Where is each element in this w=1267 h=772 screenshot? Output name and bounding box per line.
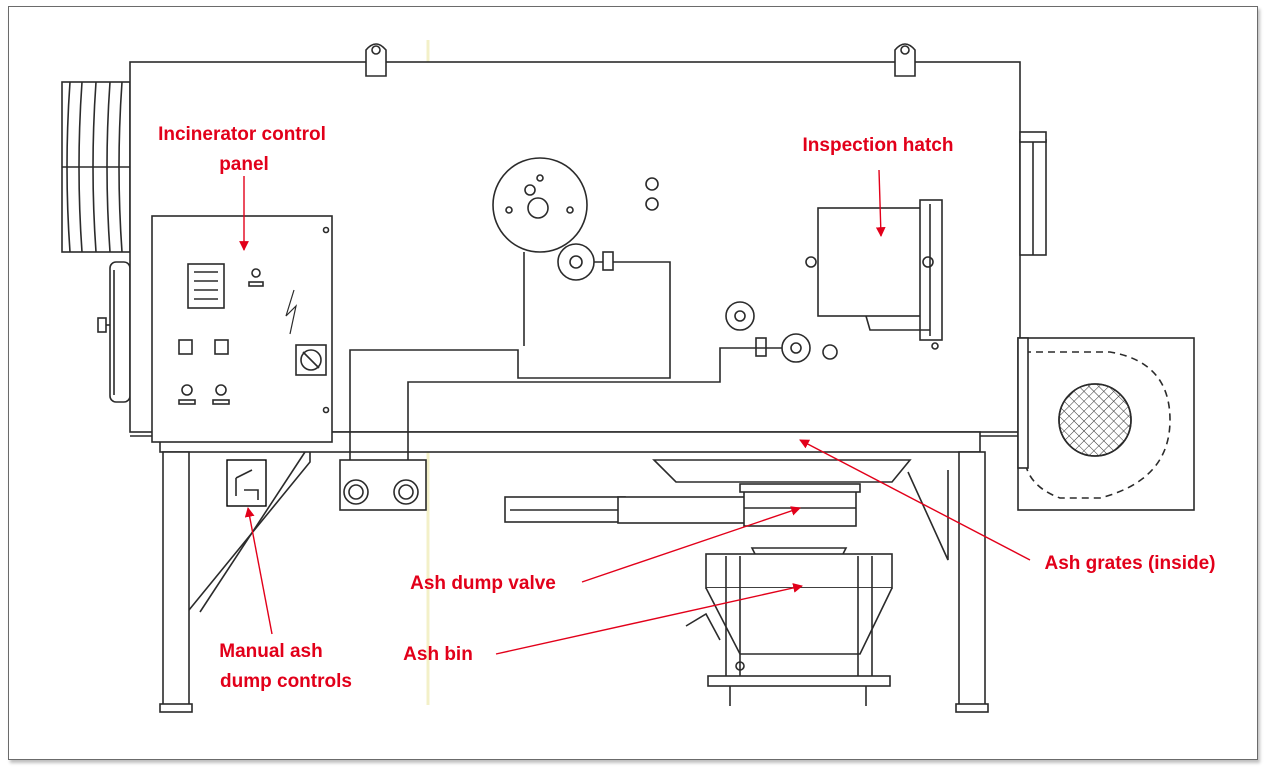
arrow-ash-grates: [799, 439, 1031, 561]
fuel-pump-upper: [349, 243, 671, 470]
small-gauge-1: [645, 177, 659, 191]
exhaust-bellows: [61, 81, 131, 253]
leader-lines: [239, 169, 1031, 655]
junction-box: [339, 459, 427, 511]
ash-dump-valve: [504, 483, 861, 527]
fuel-pump-lower: [407, 301, 838, 470]
small-gauge-2: [645, 197, 659, 211]
manual-dump-controls: [226, 459, 267, 507]
arrow-ash-dump-valve: [581, 506, 801, 583]
arrow-ash-bin: [495, 583, 803, 655]
sight-glass: [97, 261, 131, 403]
right-flange: [1019, 131, 1047, 256]
label-inspection-hatch: Inspection hatch: [803, 135, 954, 156]
label-ash-bin: Ash bin: [403, 644, 473, 665]
label-manual-controls-line2: dump controls: [220, 671, 352, 692]
label-ash-dump-valve: Ash dump valve: [410, 573, 556, 594]
lifting-lug-left: [365, 43, 387, 77]
arrow-inspection-hatch: [875, 169, 886, 237]
support-legs: [159, 451, 989, 713]
blower-fan: [1017, 337, 1195, 511]
control-panel: [151, 215, 333, 443]
label-manual-controls-line1: Manual ash: [219, 641, 322, 662]
lifting-lug-right: [894, 43, 916, 77]
label-control-panel-line1: Incinerator control: [158, 124, 326, 145]
burner-dial: [492, 157, 588, 253]
label-ash-grates: Ash grates (inside): [1044, 553, 1215, 574]
labels: Incinerator control panel Inspection hat…: [158, 124, 1215, 692]
label-control-panel-line2: panel: [219, 154, 269, 175]
inspection-hatch: [805, 199, 943, 350]
ash-hopper: [652, 459, 912, 483]
arrow-manual-controls: [244, 507, 273, 635]
ash-bin: [685, 547, 893, 706]
